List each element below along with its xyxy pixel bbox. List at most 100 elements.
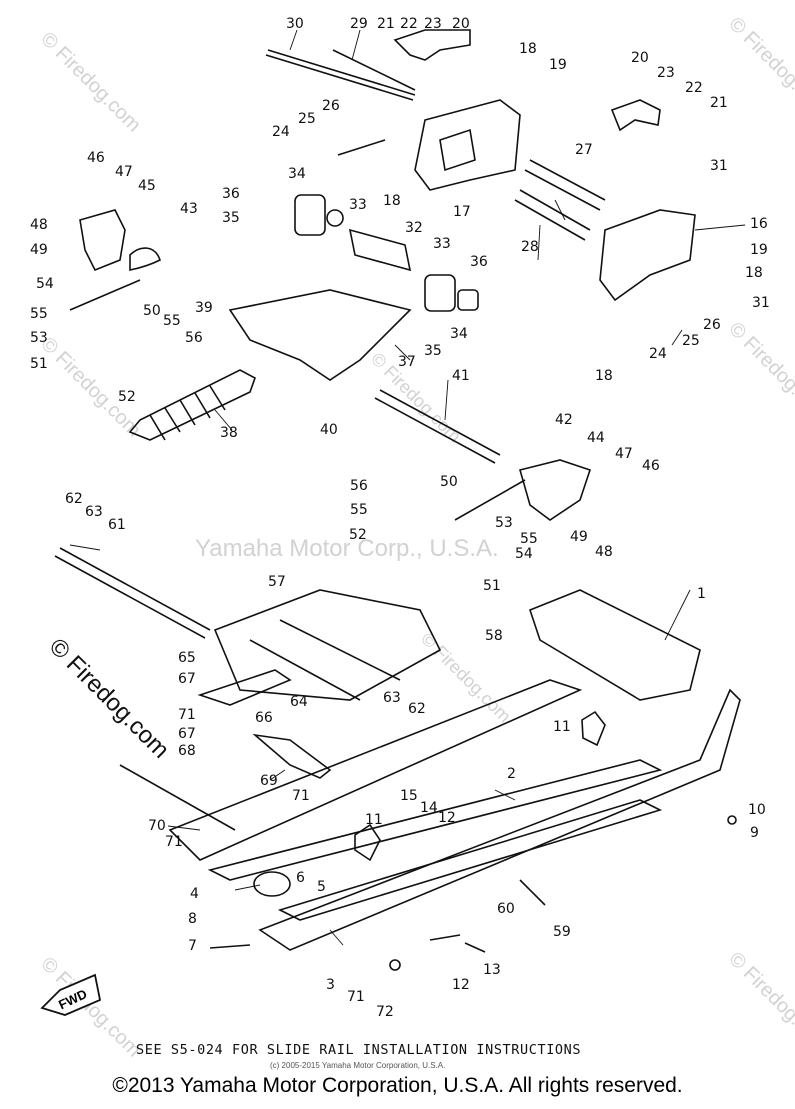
callout-48: 48 xyxy=(595,544,613,560)
callout-67: 67 xyxy=(178,671,196,687)
slide-rail-2 xyxy=(207,759,663,881)
callout-4: 4 xyxy=(190,886,199,902)
callout-25: 25 xyxy=(298,111,316,127)
callout-23: 23 xyxy=(657,65,675,81)
callout-71: 71 xyxy=(347,989,365,1005)
long-shaft-30 xyxy=(267,49,416,96)
callout-40: 40 xyxy=(320,422,338,438)
side-watermark-dark: © Firedog.com xyxy=(44,633,175,764)
callout-69: 69 xyxy=(260,773,278,789)
callout-46: 46 xyxy=(642,458,660,474)
callout-65: 65 xyxy=(178,650,196,666)
plate-69 xyxy=(252,733,332,779)
callout-20: 20 xyxy=(452,16,470,32)
callout-12: 12 xyxy=(438,810,456,826)
callout-11: 11 xyxy=(365,812,383,828)
bushing-34 xyxy=(294,194,326,236)
callout-24: 24 xyxy=(272,124,290,140)
part-11-lower xyxy=(354,823,381,862)
watermark-corner-top-left: © Firedog.com xyxy=(36,28,145,137)
callout-38: 38 xyxy=(220,425,238,441)
callout-30: 30 xyxy=(286,16,304,32)
callout-37: 37 xyxy=(398,354,416,370)
callout-54: 54 xyxy=(515,546,533,562)
callout-62: 62 xyxy=(65,491,83,507)
callout-55: 55 xyxy=(30,306,48,322)
shaft-27 xyxy=(529,159,606,201)
callout-35: 35 xyxy=(424,343,442,359)
callout-56: 56 xyxy=(185,330,203,346)
callout-34: 34 xyxy=(288,166,306,182)
callout-20: 20 xyxy=(631,50,649,66)
callout-41: 41 xyxy=(452,368,470,384)
callout-17: 17 xyxy=(453,204,471,220)
part-11-upper xyxy=(581,710,606,747)
callout-55: 55 xyxy=(350,502,368,518)
callout-31: 31 xyxy=(752,295,770,311)
callout-55: 55 xyxy=(520,531,538,547)
arm-42-44 xyxy=(519,459,592,521)
callout-49: 49 xyxy=(30,242,48,258)
callout-13: 13 xyxy=(483,962,501,978)
callout-18: 18 xyxy=(745,265,763,281)
tube-32 xyxy=(348,228,412,272)
watermark-bottom-right: © Firedog.com xyxy=(724,948,795,1057)
shaft-41 xyxy=(379,389,501,456)
callout-25: 25 xyxy=(682,333,700,349)
callout-22: 22 xyxy=(400,16,418,32)
callout-26: 26 xyxy=(703,317,721,333)
spring-43 xyxy=(129,247,161,271)
small-copyright-line: (c) 2005-2015 Yamaha Motor Corporation, … xyxy=(270,1061,445,1070)
callout-57: 57 xyxy=(268,574,286,590)
callout-51: 51 xyxy=(30,356,48,372)
callout-66: 66 xyxy=(255,710,273,726)
callout-26: 26 xyxy=(322,98,340,114)
parts-line-art: FWD xyxy=(40,29,741,1016)
callout-15: 15 xyxy=(400,788,418,804)
callout-33: 33 xyxy=(349,197,367,213)
callout-28: 28 xyxy=(521,239,539,255)
callout-51: 51 xyxy=(483,578,501,594)
callout-56: 56 xyxy=(350,478,368,494)
callout-43: 43 xyxy=(180,201,198,217)
callout-18: 18 xyxy=(595,368,613,384)
shaft-28 xyxy=(519,189,591,231)
callout-60: 60 xyxy=(497,901,515,917)
callout-50: 50 xyxy=(440,474,458,490)
callout-34: 34 xyxy=(450,326,468,342)
watermark-right-middle: © Firedog.com xyxy=(724,318,795,427)
callout-19: 19 xyxy=(549,57,567,73)
callout-2: 2 xyxy=(507,766,516,782)
callout-47: 47 xyxy=(115,164,133,180)
callout-63: 63 xyxy=(85,504,103,520)
right-bracket-16 xyxy=(599,209,696,302)
callout-12: 12 xyxy=(452,977,470,993)
callout-19: 19 xyxy=(750,242,768,258)
callout-61: 61 xyxy=(108,517,126,533)
callout-58: 58 xyxy=(485,628,503,644)
callout-50: 50 xyxy=(143,303,161,319)
callout-8: 8 xyxy=(188,911,197,927)
callout-5: 5 xyxy=(317,879,326,895)
watermark-center-text: Yamaha Motor Corp., U.S.A. xyxy=(195,535,499,562)
callout-53: 53 xyxy=(495,515,513,531)
callout-31: 31 xyxy=(710,158,728,174)
callout-68: 68 xyxy=(178,743,196,759)
callout-52: 52 xyxy=(118,389,136,405)
callout-1: 1 xyxy=(697,586,706,602)
callout-67: 67 xyxy=(178,726,196,742)
callout-24: 24 xyxy=(649,346,667,362)
callout-35: 35 xyxy=(222,210,240,226)
callout-54: 54 xyxy=(36,276,54,292)
callout-45: 45 xyxy=(138,178,156,194)
slide-rail-upper xyxy=(168,679,583,861)
slide-rail-footnote: SEE S5-024 FOR SLIDE RAIL INSTALLATION I… xyxy=(136,1042,581,1058)
callout-42: 42 xyxy=(555,412,573,428)
copyright-footer: ©2013 Yamaha Motor Corporation, U.S.A. A… xyxy=(112,1074,683,1097)
fwd-arrow-icon xyxy=(40,973,102,1016)
callout-3: 3 xyxy=(326,977,335,993)
callout-52: 52 xyxy=(349,527,367,543)
callout-71: 71 xyxy=(165,834,183,850)
